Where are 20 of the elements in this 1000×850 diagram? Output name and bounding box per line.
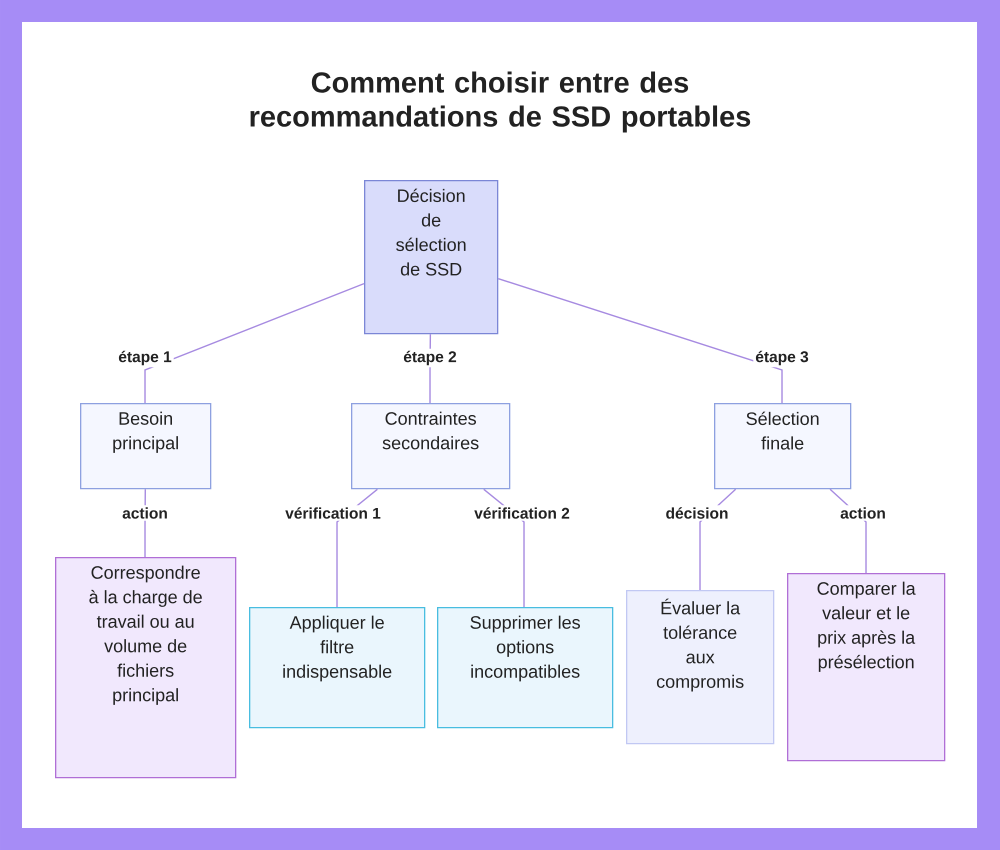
connector-line: [144, 282, 364, 403]
edge-label: étape 2: [401, 348, 459, 368]
edge-label: action: [838, 505, 888, 521]
edge-label: étape 3: [753, 348, 811, 368]
process-box: Besoin principal: [80, 403, 212, 490]
process-box: Supprimer les options incompatibles: [437, 607, 614, 728]
edge-label: action: [120, 505, 170, 521]
edge-label: décision: [664, 505, 730, 521]
edge-label: étape 1: [116, 348, 174, 368]
process-box: Sélection finale: [714, 403, 852, 490]
edge-label: vérification 2: [472, 505, 572, 521]
diagram-title: Comment choisir entre des recommandations de SSD portables: [250, 71, 750, 133]
process-box: Décision de sélection de SSD: [364, 180, 498, 334]
process-box: Comparer la valeur et le prix après la présélection: [787, 573, 946, 762]
process-box: Appliquer le filtre indispensable: [249, 607, 426, 728]
edge-label: vérification 1: [283, 505, 383, 521]
process-box: Évaluer la tolérance aux compromis: [626, 590, 774, 744]
process-box: Contraintes secondaires: [351, 403, 510, 490]
process-box: Correspondre à la charge de travail ou au volume de fichiers principal: [55, 557, 236, 778]
connector-line: [498, 278, 783, 403]
